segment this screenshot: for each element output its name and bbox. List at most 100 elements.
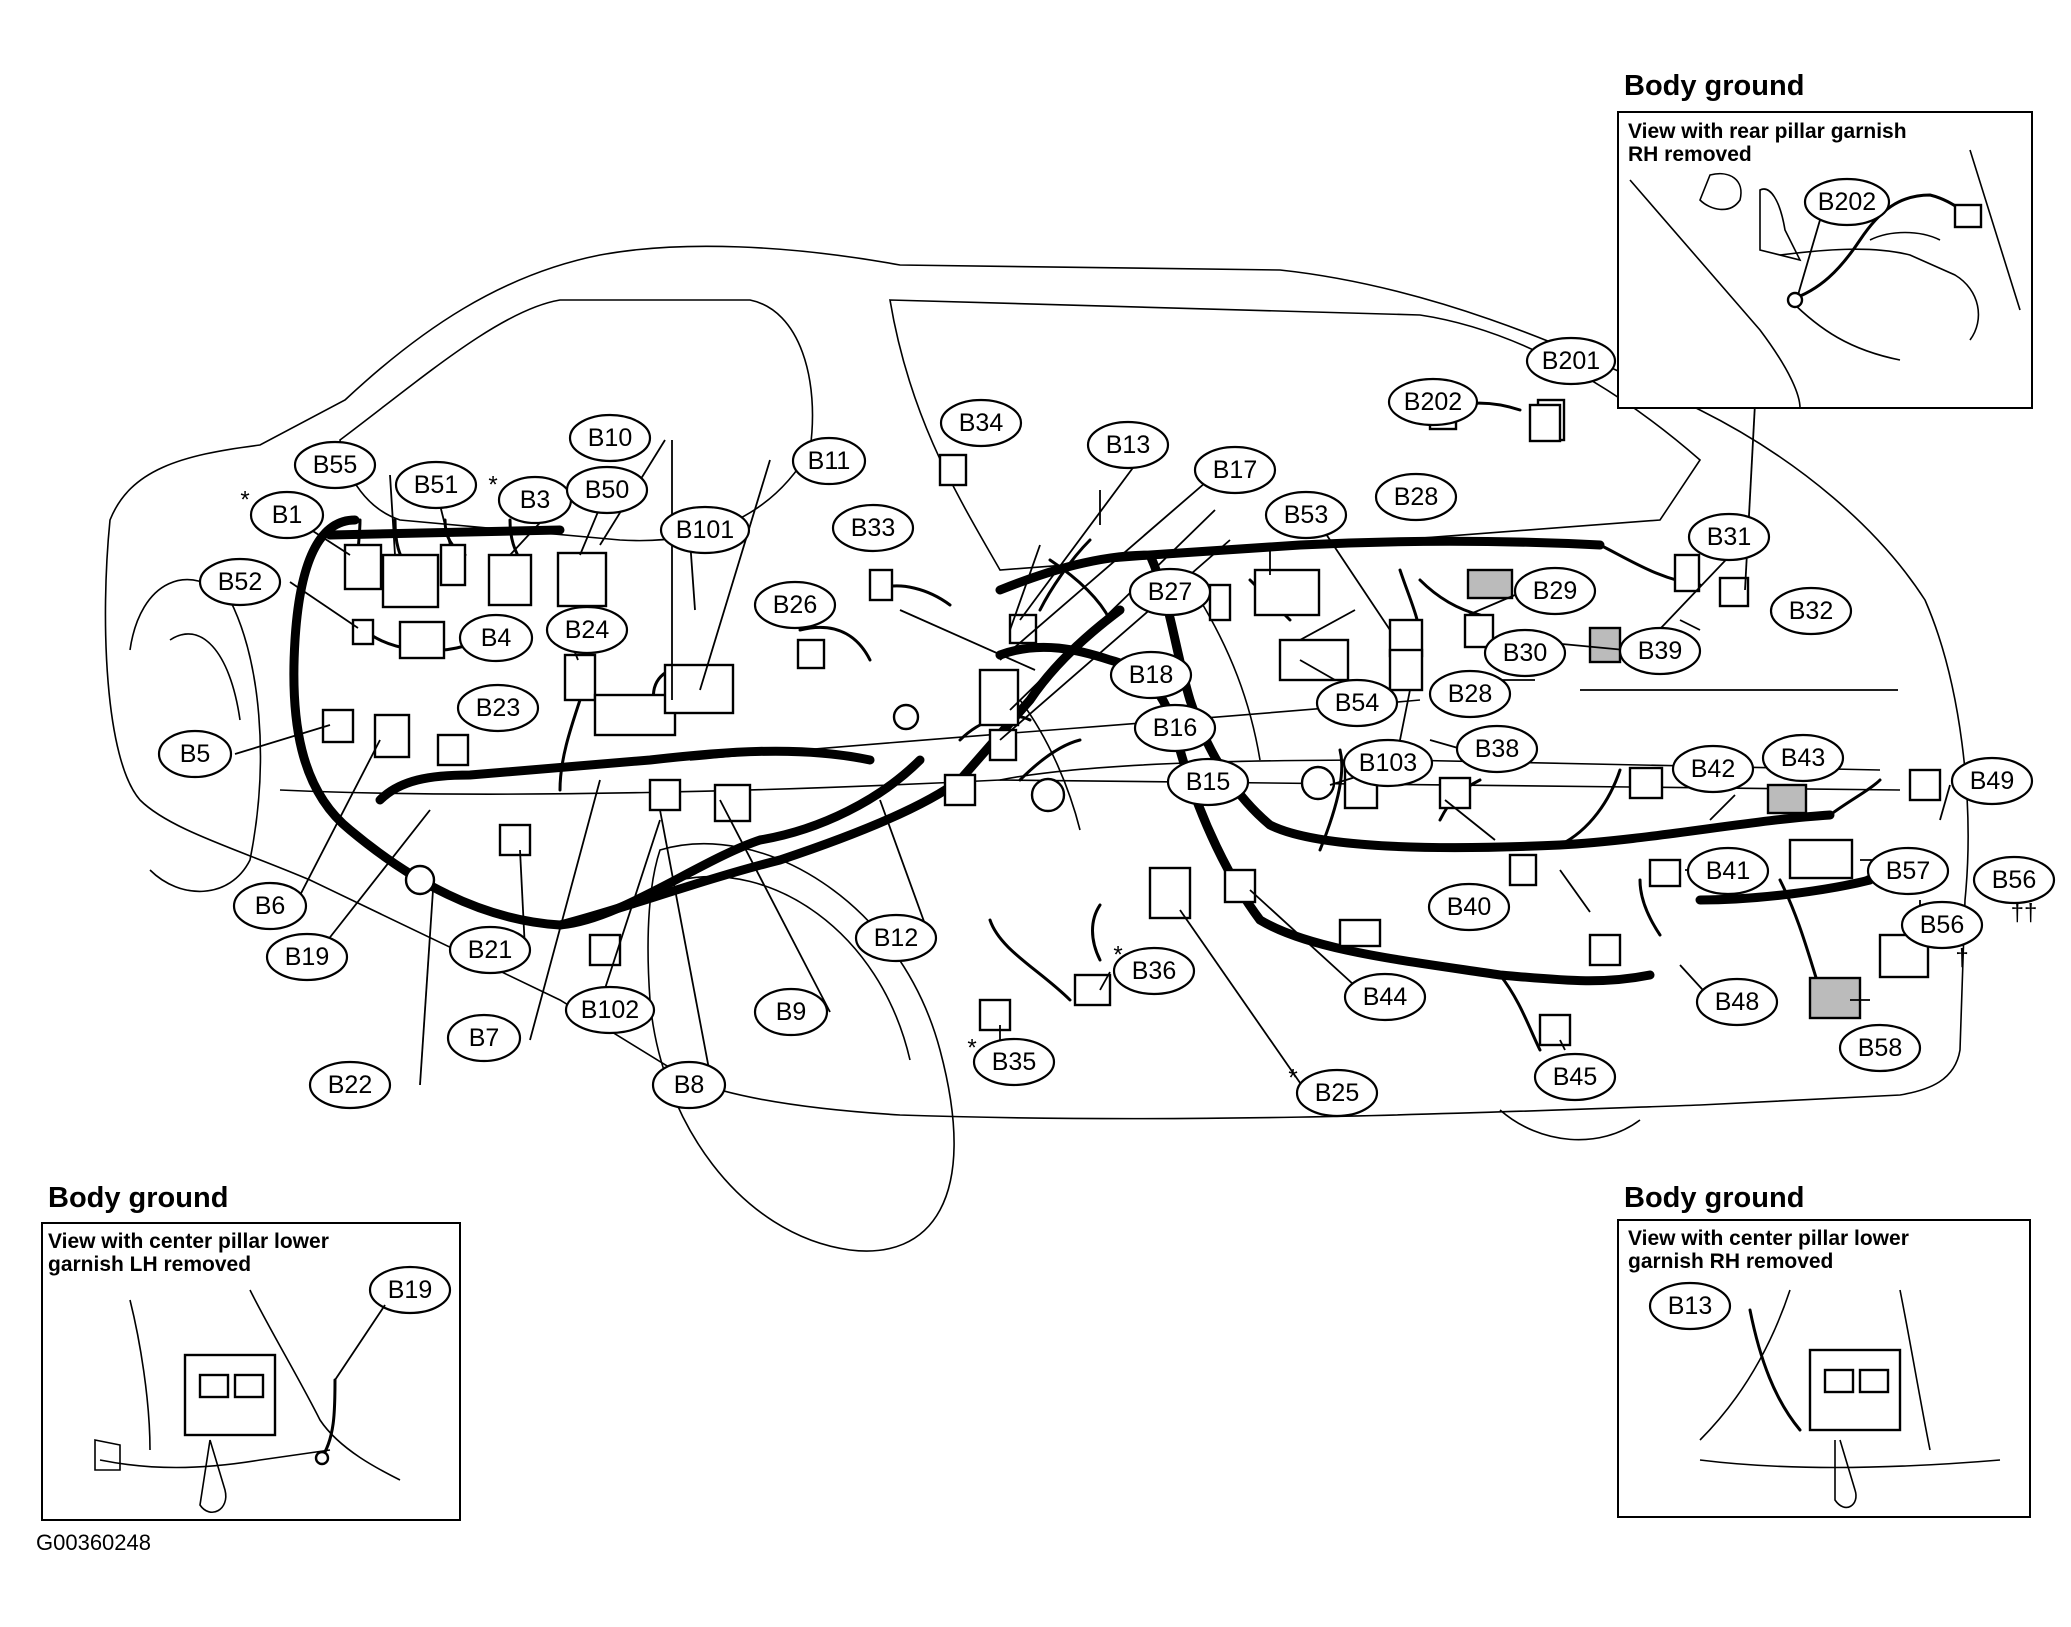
- label-b3[interactable]: B3 *: [488, 472, 573, 525]
- svg-text:B3: B3: [520, 486, 551, 514]
- figure-code: G00360248: [36, 1530, 151, 1555]
- svg-text:B11: B11: [808, 447, 851, 475]
- label-b52[interactable]: B52: [198, 557, 282, 607]
- label-b50[interactable]: B50: [565, 465, 649, 515]
- svg-text:B7: B7: [469, 1024, 500, 1052]
- label-b31[interactable]: B31: [1687, 512, 1771, 562]
- label-b28b[interactable]: B28: [1428, 669, 1512, 719]
- label-b43[interactable]: B43: [1761, 733, 1845, 783]
- label-b58[interactable]: B58: [1838, 1023, 1922, 1073]
- label-b39[interactable]: B39: [1618, 626, 1702, 676]
- svg-text:B29: B29: [1533, 577, 1577, 605]
- label-b15[interactable]: B15: [1166, 757, 1250, 807]
- svg-text:B42: B42: [1691, 755, 1735, 783]
- svg-text:B17: B17: [1213, 456, 1257, 484]
- label-b17[interactable]: B17: [1193, 445, 1277, 495]
- label-b54[interactable]: B54: [1315, 678, 1399, 728]
- svg-text:B26: B26: [773, 591, 817, 619]
- svg-text:†: †: [1955, 945, 1968, 972]
- label-b19[interactable]: B19: [265, 932, 349, 982]
- svg-text:B19: B19: [388, 1276, 432, 1304]
- label-b53[interactable]: B53: [1264, 490, 1348, 540]
- label-b4[interactable]: B4: [458, 613, 534, 663]
- label-b16[interactable]: B16: [1133, 703, 1217, 753]
- svg-text:B30: B30: [1503, 639, 1547, 667]
- inset-title: Body ground: [1624, 1182, 1804, 1214]
- label-b21[interactable]: B21: [448, 925, 532, 975]
- svg-text:B53: B53: [1284, 501, 1328, 529]
- svg-text:B24: B24: [565, 616, 610, 644]
- label-b45[interactable]: B45: [1533, 1052, 1617, 1102]
- svg-text:B54: B54: [1335, 689, 1380, 717]
- label-b18[interactable]: B18: [1109, 650, 1193, 700]
- label-b41[interactable]: B41: [1686, 846, 1770, 896]
- svg-text:B51: B51: [414, 471, 458, 499]
- label-b25[interactable]: B25*: [1288, 1065, 1379, 1118]
- svg-text:View with center pillar lower: View with center pillar lower: [1628, 1227, 1909, 1250]
- label-b5[interactable]: B5: [157, 729, 233, 779]
- label-b56a[interactable]: B56††: [1972, 855, 2056, 927]
- label-b42[interactable]: B42: [1671, 744, 1755, 794]
- label-b32[interactable]: B32: [1769, 586, 1853, 636]
- svg-text:B25: B25: [1315, 1079, 1359, 1107]
- svg-text:B31: B31: [1707, 523, 1751, 551]
- svg-text:B56: B56: [1920, 911, 1964, 939]
- label-b44[interactable]: B44: [1343, 972, 1427, 1022]
- svg-text:B36: B36: [1132, 957, 1176, 985]
- svg-text:B52: B52: [218, 568, 262, 596]
- label-b8[interactable]: B8: [651, 1060, 727, 1110]
- label-b30[interactable]: B30: [1483, 628, 1567, 678]
- label-b10[interactable]: B10: [568, 413, 652, 463]
- svg-text:RH removed: RH removed: [1628, 143, 1752, 166]
- svg-text:garnish LH removed: garnish LH removed: [48, 1253, 251, 1276]
- svg-text:B13: B13: [1106, 431, 1150, 459]
- inset-title: Body ground: [1624, 70, 1804, 102]
- svg-text:B201: B201: [1542, 347, 1600, 375]
- label-b38[interactable]: B38: [1455, 724, 1539, 774]
- label-b48[interactable]: B48: [1695, 977, 1779, 1027]
- label-b33[interactable]: B33: [831, 503, 915, 553]
- label-b1[interactable]: B1*: [240, 487, 325, 540]
- svg-text:B202: B202: [1818, 188, 1876, 216]
- svg-text:B28: B28: [1448, 680, 1492, 708]
- label-b202-inset[interactable]: B202: [1803, 177, 1891, 227]
- svg-text:View with center pillar lower: View with center pillar lower: [48, 1230, 329, 1253]
- label-b35[interactable]: B35*: [967, 1035, 1056, 1087]
- svg-text:B28: B28: [1394, 483, 1438, 511]
- label-b201[interactable]: B201: [1525, 336, 1617, 386]
- label-b29[interactable]: B29: [1513, 566, 1597, 616]
- svg-text:B101: B101: [676, 516, 734, 544]
- label-b22[interactable]: B22: [308, 1060, 392, 1110]
- label-b36[interactable]: B36*: [1112, 942, 1196, 996]
- svg-text:*: *: [488, 472, 497, 499]
- label-b57[interactable]: B57: [1866, 846, 1950, 896]
- label-b13-inset[interactable]: B13: [1648, 1281, 1732, 1331]
- svg-text:B16: B16: [1153, 714, 1197, 742]
- label-b28a[interactable]: B28: [1374, 472, 1458, 522]
- label-b19-inset[interactable]: B19: [368, 1265, 452, 1315]
- label-b56b[interactable]: B56 †: [1900, 900, 1984, 972]
- label-b7[interactable]: B7: [446, 1013, 522, 1063]
- label-b102[interactable]: B102: [564, 985, 656, 1035]
- label-b9[interactable]: B9: [753, 987, 829, 1037]
- label-b55[interactable]: B55: [293, 440, 377, 490]
- label-b101[interactable]: B101: [659, 505, 751, 555]
- label-b11[interactable]: B11: [791, 436, 867, 486]
- label-b23[interactable]: B23: [456, 683, 540, 733]
- label-b27[interactable]: B27: [1128, 567, 1212, 617]
- label-b51[interactable]: B51: [394, 460, 478, 510]
- label-b103[interactable]: B103: [1342, 738, 1434, 788]
- label-b202[interactable]: B202: [1387, 377, 1479, 427]
- label-b40[interactable]: B40: [1427, 882, 1511, 932]
- inset-center-rh: Body ground View with center pillar lowe…: [1617, 1182, 2031, 1518]
- svg-text:B1: B1: [272, 501, 303, 529]
- label-b34[interactable]: B34: [939, 398, 1023, 448]
- svg-text:B13: B13: [1668, 1292, 1712, 1320]
- label-b26[interactable]: B26: [753, 580, 837, 630]
- label-b24[interactable]: B24: [545, 605, 629, 655]
- label-b6[interactable]: B6: [232, 881, 308, 931]
- label-b12[interactable]: B12: [854, 913, 938, 963]
- label-b49[interactable]: B49: [1950, 756, 2034, 806]
- label-b13[interactable]: B13: [1086, 420, 1170, 470]
